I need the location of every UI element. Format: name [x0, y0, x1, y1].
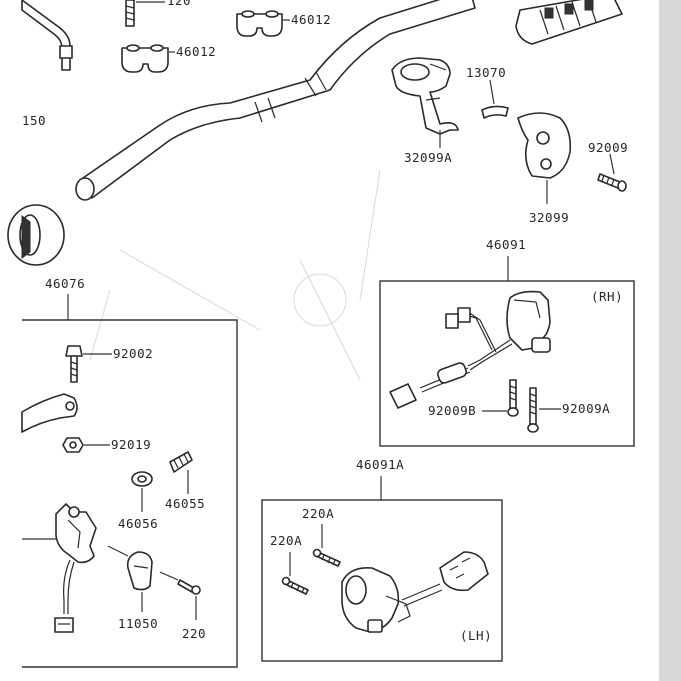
- label-46055: 46055: [165, 496, 205, 511]
- label-220A-upper: 220A: [302, 506, 334, 521]
- label-rh: (RH): [591, 289, 623, 304]
- screw-220A-lower: [281, 552, 309, 595]
- adjuster-46055: [169, 451, 193, 494]
- handlebar: [75, 0, 476, 201]
- label-46091: 46091: [486, 237, 526, 252]
- throttle-housing-32099A: [391, 57, 459, 148]
- label-46056: 46056: [118, 516, 158, 531]
- label-11050: 11050: [118, 616, 158, 631]
- locknut-46056: [131, 471, 153, 512]
- page-edge-shadow: [659, 0, 681, 681]
- label-220: 220: [182, 626, 206, 641]
- screw-92009: [597, 153, 627, 192]
- throttle-housing-32099: [517, 112, 572, 204]
- label-32099: 32099: [529, 210, 569, 225]
- cable-guide-13070: [481, 79, 509, 119]
- lh-switch-assembly: [341, 551, 489, 633]
- screw-92009B: [482, 379, 519, 417]
- background-ghost-lines: [89, 169, 381, 381]
- clamp-11050: [107, 545, 153, 612]
- lever-box: [22, 319, 238, 668]
- screw-220A-upper: [312, 524, 341, 567]
- rh-switch-assembly: [389, 290, 551, 409]
- label-92002: 92002: [113, 346, 153, 361]
- label-92009: 92009: [588, 140, 628, 155]
- bolt-120: [125, 0, 165, 27]
- holder-46012-upper: [236, 10, 290, 37]
- label-92019: 92019: [111, 437, 151, 452]
- lever-holder: [22, 503, 97, 633]
- rh-switch-box: [379, 280, 635, 447]
- holder-46012-lower: [121, 44, 175, 73]
- cable-arm: [21, 0, 73, 71]
- label-120: 120: [167, 0, 191, 8]
- label-46091A: 46091A: [356, 457, 404, 472]
- label-92009A: 92009A: [562, 401, 610, 416]
- label-32099A: 32099A: [404, 150, 452, 165]
- nut-92019: [62, 437, 110, 453]
- bolt-92002: [65, 345, 112, 383]
- clutch-lever: [21, 393, 78, 433]
- label-46012-upper: 46012: [291, 12, 331, 27]
- handlebar-grip: [515, 0, 623, 45]
- label-150: 150: [22, 113, 46, 128]
- left-margin: [0, 0, 22, 681]
- left-mirror-fragment: [7, 204, 65, 266]
- screw-220: [159, 571, 201, 620]
- screw-92009A: [527, 387, 561, 433]
- label-220A-lower: 220A: [270, 533, 302, 548]
- label-13070: 13070: [466, 65, 506, 80]
- label-lh: (LH): [460, 628, 492, 643]
- label-46076: 46076: [45, 276, 85, 291]
- label-46012-lower: 46012: [176, 44, 216, 59]
- lh-switch-box: [261, 499, 503, 662]
- label-92009B: 92009B: [428, 403, 476, 418]
